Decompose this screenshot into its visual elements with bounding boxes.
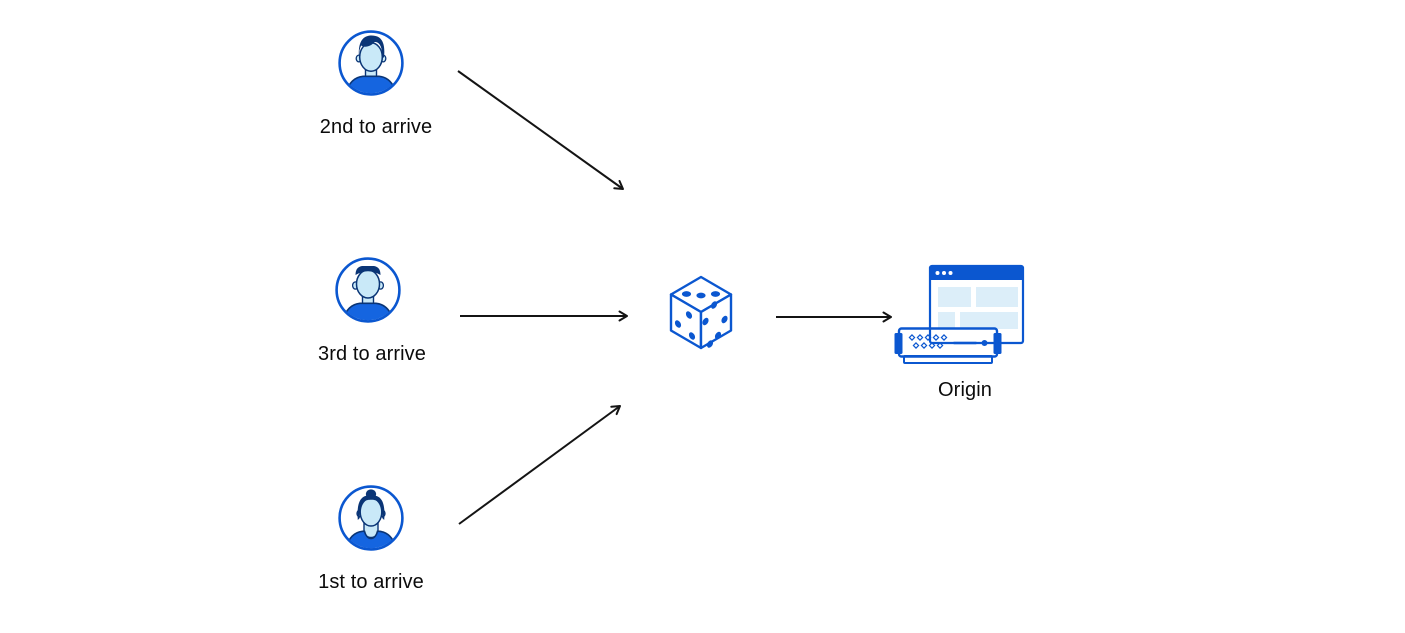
origin-label: Origin — [938, 379, 992, 401]
actor-label-1st: 1st to arrive — [318, 571, 424, 593]
arrow-user2-to-dice — [457, 70, 624, 190]
dice-icon — [669, 275, 733, 350]
male-avatar-swept-hair-icon — [338, 30, 404, 96]
origin-server-browser-icon — [894, 264, 1025, 364]
origin-node: Origin — [890, 262, 1030, 401]
actor-node-2nd: 2nd to arrive — [320, 30, 432, 138]
server-led-icon — [981, 340, 988, 346]
actor-node-3rd: 3rd to arrive — [318, 257, 426, 365]
window-dot-icon — [948, 271, 953, 275]
female-avatar-bun-icon — [338, 485, 404, 551]
window-dot-icon — [942, 271, 946, 275]
window-dot-icon — [935, 271, 940, 275]
actor-label-2nd: 2nd to arrive — [319, 116, 433, 138]
arrow-user1-to-dice — [458, 405, 621, 525]
actor-label-3rd: 3rd to arrive — [317, 343, 427, 365]
server-vent-pattern — [908, 334, 948, 349]
actor-node-1st: 1st to arrive — [318, 485, 424, 593]
male-avatar-flat-top-icon — [335, 257, 401, 323]
